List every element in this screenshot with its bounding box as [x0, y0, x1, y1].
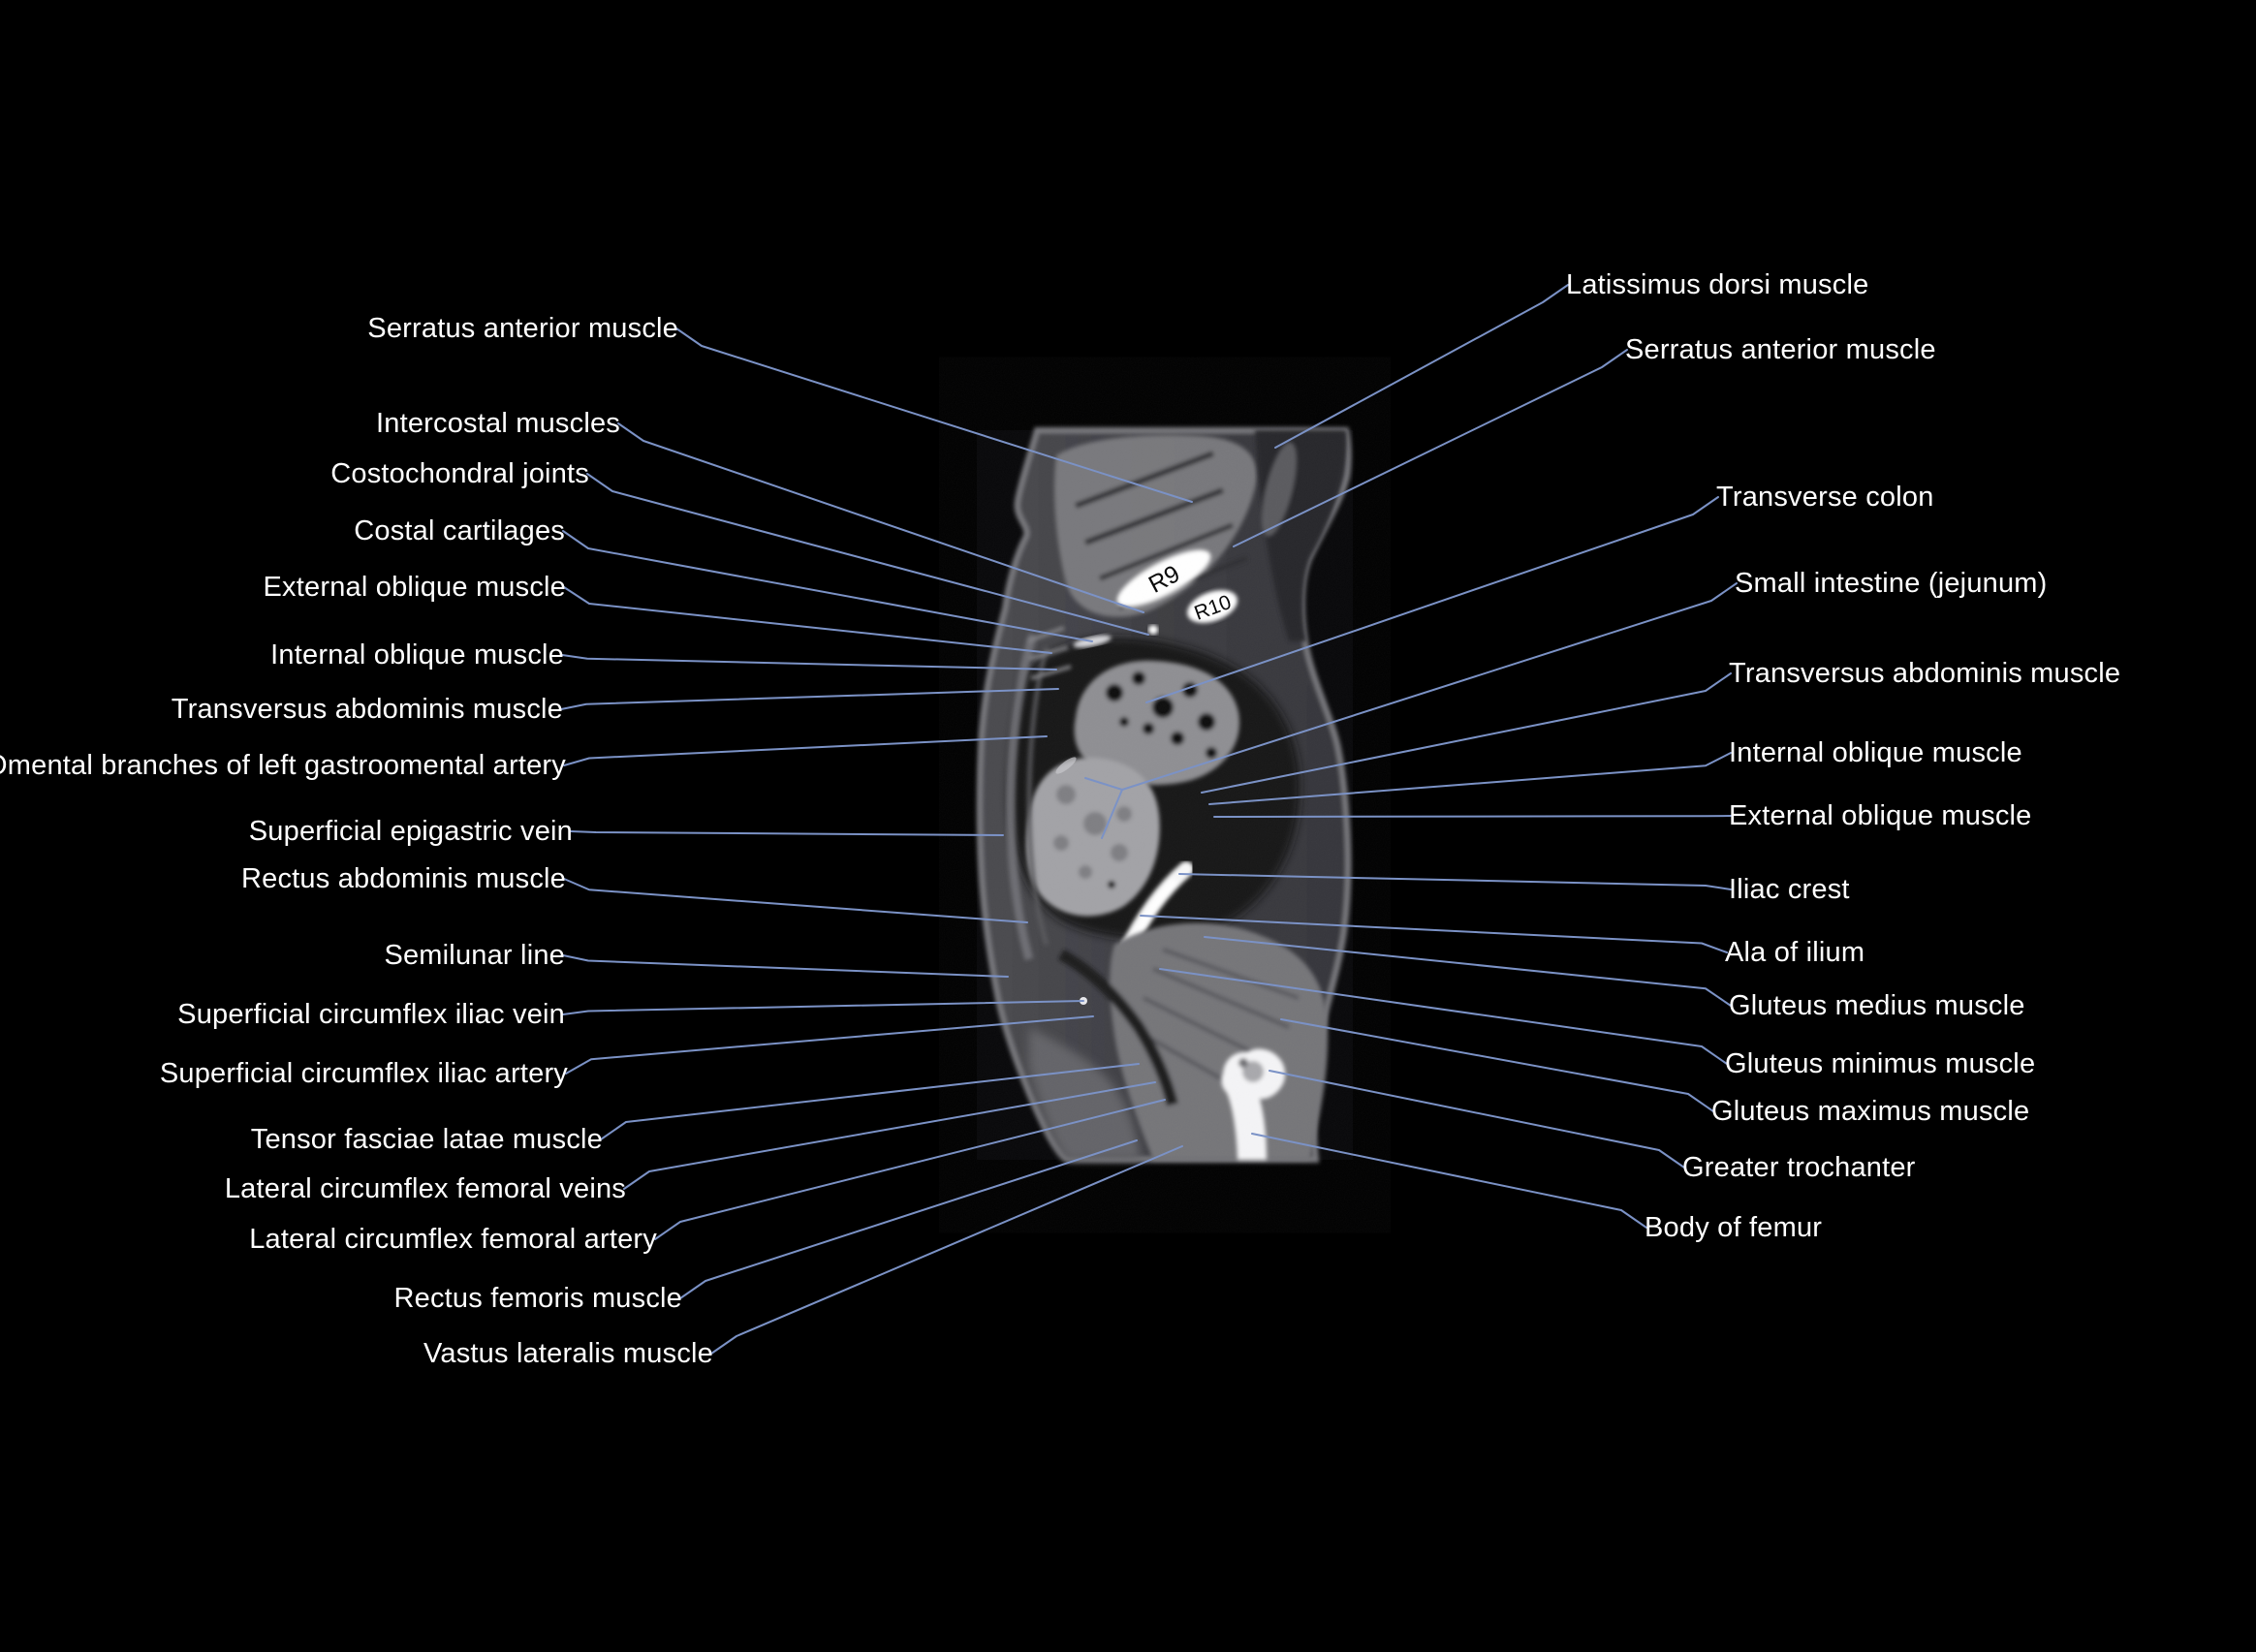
leader-line-left-3: [562, 530, 1093, 642]
anatomy-label: Tensor fasciae latae muscle: [250, 1124, 603, 1155]
anatomy-label: Intercostal muscles: [376, 408, 620, 439]
leader-line-right-13: [1251, 1133, 1647, 1229]
anatomy-label: Vastus lateralis muscle: [423, 1338, 713, 1369]
anatomy-label: Transverse colon: [1716, 482, 1934, 513]
leader-line-left-15: [654, 1099, 1166, 1240]
leader-line-right-6: [1213, 815, 1732, 818]
leader-line-left-0: [675, 327, 1193, 503]
anatomy-label: Semilunar line: [384, 940, 565, 971]
leader-line-right-5: [1208, 752, 1732, 805]
anatomy-label: Superficial circumflex iliac vein: [177, 999, 565, 1030]
anatomy-label: Transversus abdominis muscle: [171, 694, 563, 725]
leader-lines-layer: [560, 284, 1738, 1355]
leader-line-right-1: [1233, 349, 1628, 547]
anatomy-label: Serratus anterior muscle: [1625, 334, 1936, 365]
anatomy-label: External oblique muscle: [1729, 800, 2032, 831]
leader-line-right-3: [1084, 582, 1738, 791]
anatomy-label: Lateral circumflex femoral artery: [249, 1224, 657, 1255]
leader-line-left-12: [565, 1015, 1094, 1075]
anatomy-label: Lateral circumflex femoral veins: [224, 1173, 626, 1204]
leader-line-right-12: [1269, 1070, 1685, 1169]
leader-line-right-10: [1159, 968, 1728, 1065]
leader-line-left-14: [623, 1081, 1156, 1190]
anatomy-label: Serratus anterior muscle: [367, 313, 678, 344]
anatomy-label: Costal cartilages: [354, 515, 565, 546]
leader-line-left-8: [570, 830, 1004, 836]
anatomy-label: Costochondral joints: [330, 458, 589, 489]
leader-line-right-11: [1280, 1018, 1714, 1112]
leader-line-left-7: [563, 735, 1048, 766]
leader-line-left-11: [562, 1000, 1084, 1015]
anatomy-label: Superficial circumflex iliac artery: [159, 1058, 568, 1089]
leader-line-left-4: [563, 586, 1052, 654]
anatomy-label: Internal oblique muscle: [270, 639, 564, 670]
anatomy-label: Greater trochanter: [1682, 1152, 1916, 1183]
leader-line-left-17: [710, 1145, 1183, 1355]
leader-line-left-2: [586, 473, 1149, 636]
leader-line-left-16: [679, 1139, 1138, 1299]
anatomy-label: Small intestine (jejunum): [1735, 568, 2048, 599]
leader-line-left-1: [617, 422, 1144, 613]
leader-line-right-9: [1204, 936, 1732, 1007]
anatomy-label: Rectus femoris muscle: [393, 1283, 682, 1314]
leader-line-left-5: [561, 654, 1057, 670]
leader-line-left-9: [563, 878, 1028, 923]
anatomy-label: Omental branches of left gastroomental a…: [0, 750, 566, 781]
anatomy-label: Superficial epigastric vein: [248, 816, 573, 847]
leader-line-left-13: [600, 1063, 1140, 1140]
anatomy-label: Iliac crest: [1729, 874, 1850, 905]
anatomy-label: Body of femur: [1645, 1212, 1823, 1243]
leader-line-right-3-fork: [1101, 789, 1123, 839]
leader-line-right-2: [1145, 496, 1719, 703]
ct-noise-overlay: [977, 430, 1353, 1160]
anatomy-label: Ala of ilium: [1725, 937, 1865, 968]
anatomy-label: Transversus abdominis muscle: [1729, 658, 2121, 689]
leader-line-left-6: [560, 688, 1059, 710]
anatomy-label: Latissimus dorsi muscle: [1566, 269, 1869, 300]
anatomy-label: External oblique muscle: [263, 572, 566, 603]
anatomy-label: Internal oblique muscle: [1729, 737, 2022, 768]
leader-line-right-0: [1274, 284, 1569, 449]
leader-line-right-7: [1178, 873, 1732, 890]
anatomy-label: Gluteus minimus muscle: [1725, 1048, 2036, 1079]
anatomy-label: Gluteus maximus muscle: [1711, 1096, 2030, 1127]
anatomy-label: Rectus abdominis muscle: [240, 863, 566, 894]
leader-line-right-8: [1140, 915, 1728, 953]
anatomy-label: Gluteus medius muscle: [1729, 990, 2025, 1021]
ct-scan-image: R9 R10: [976, 427, 1353, 1163]
leader-line-right-4: [1201, 672, 1732, 794]
leader-line-left-10: [562, 954, 1009, 978]
